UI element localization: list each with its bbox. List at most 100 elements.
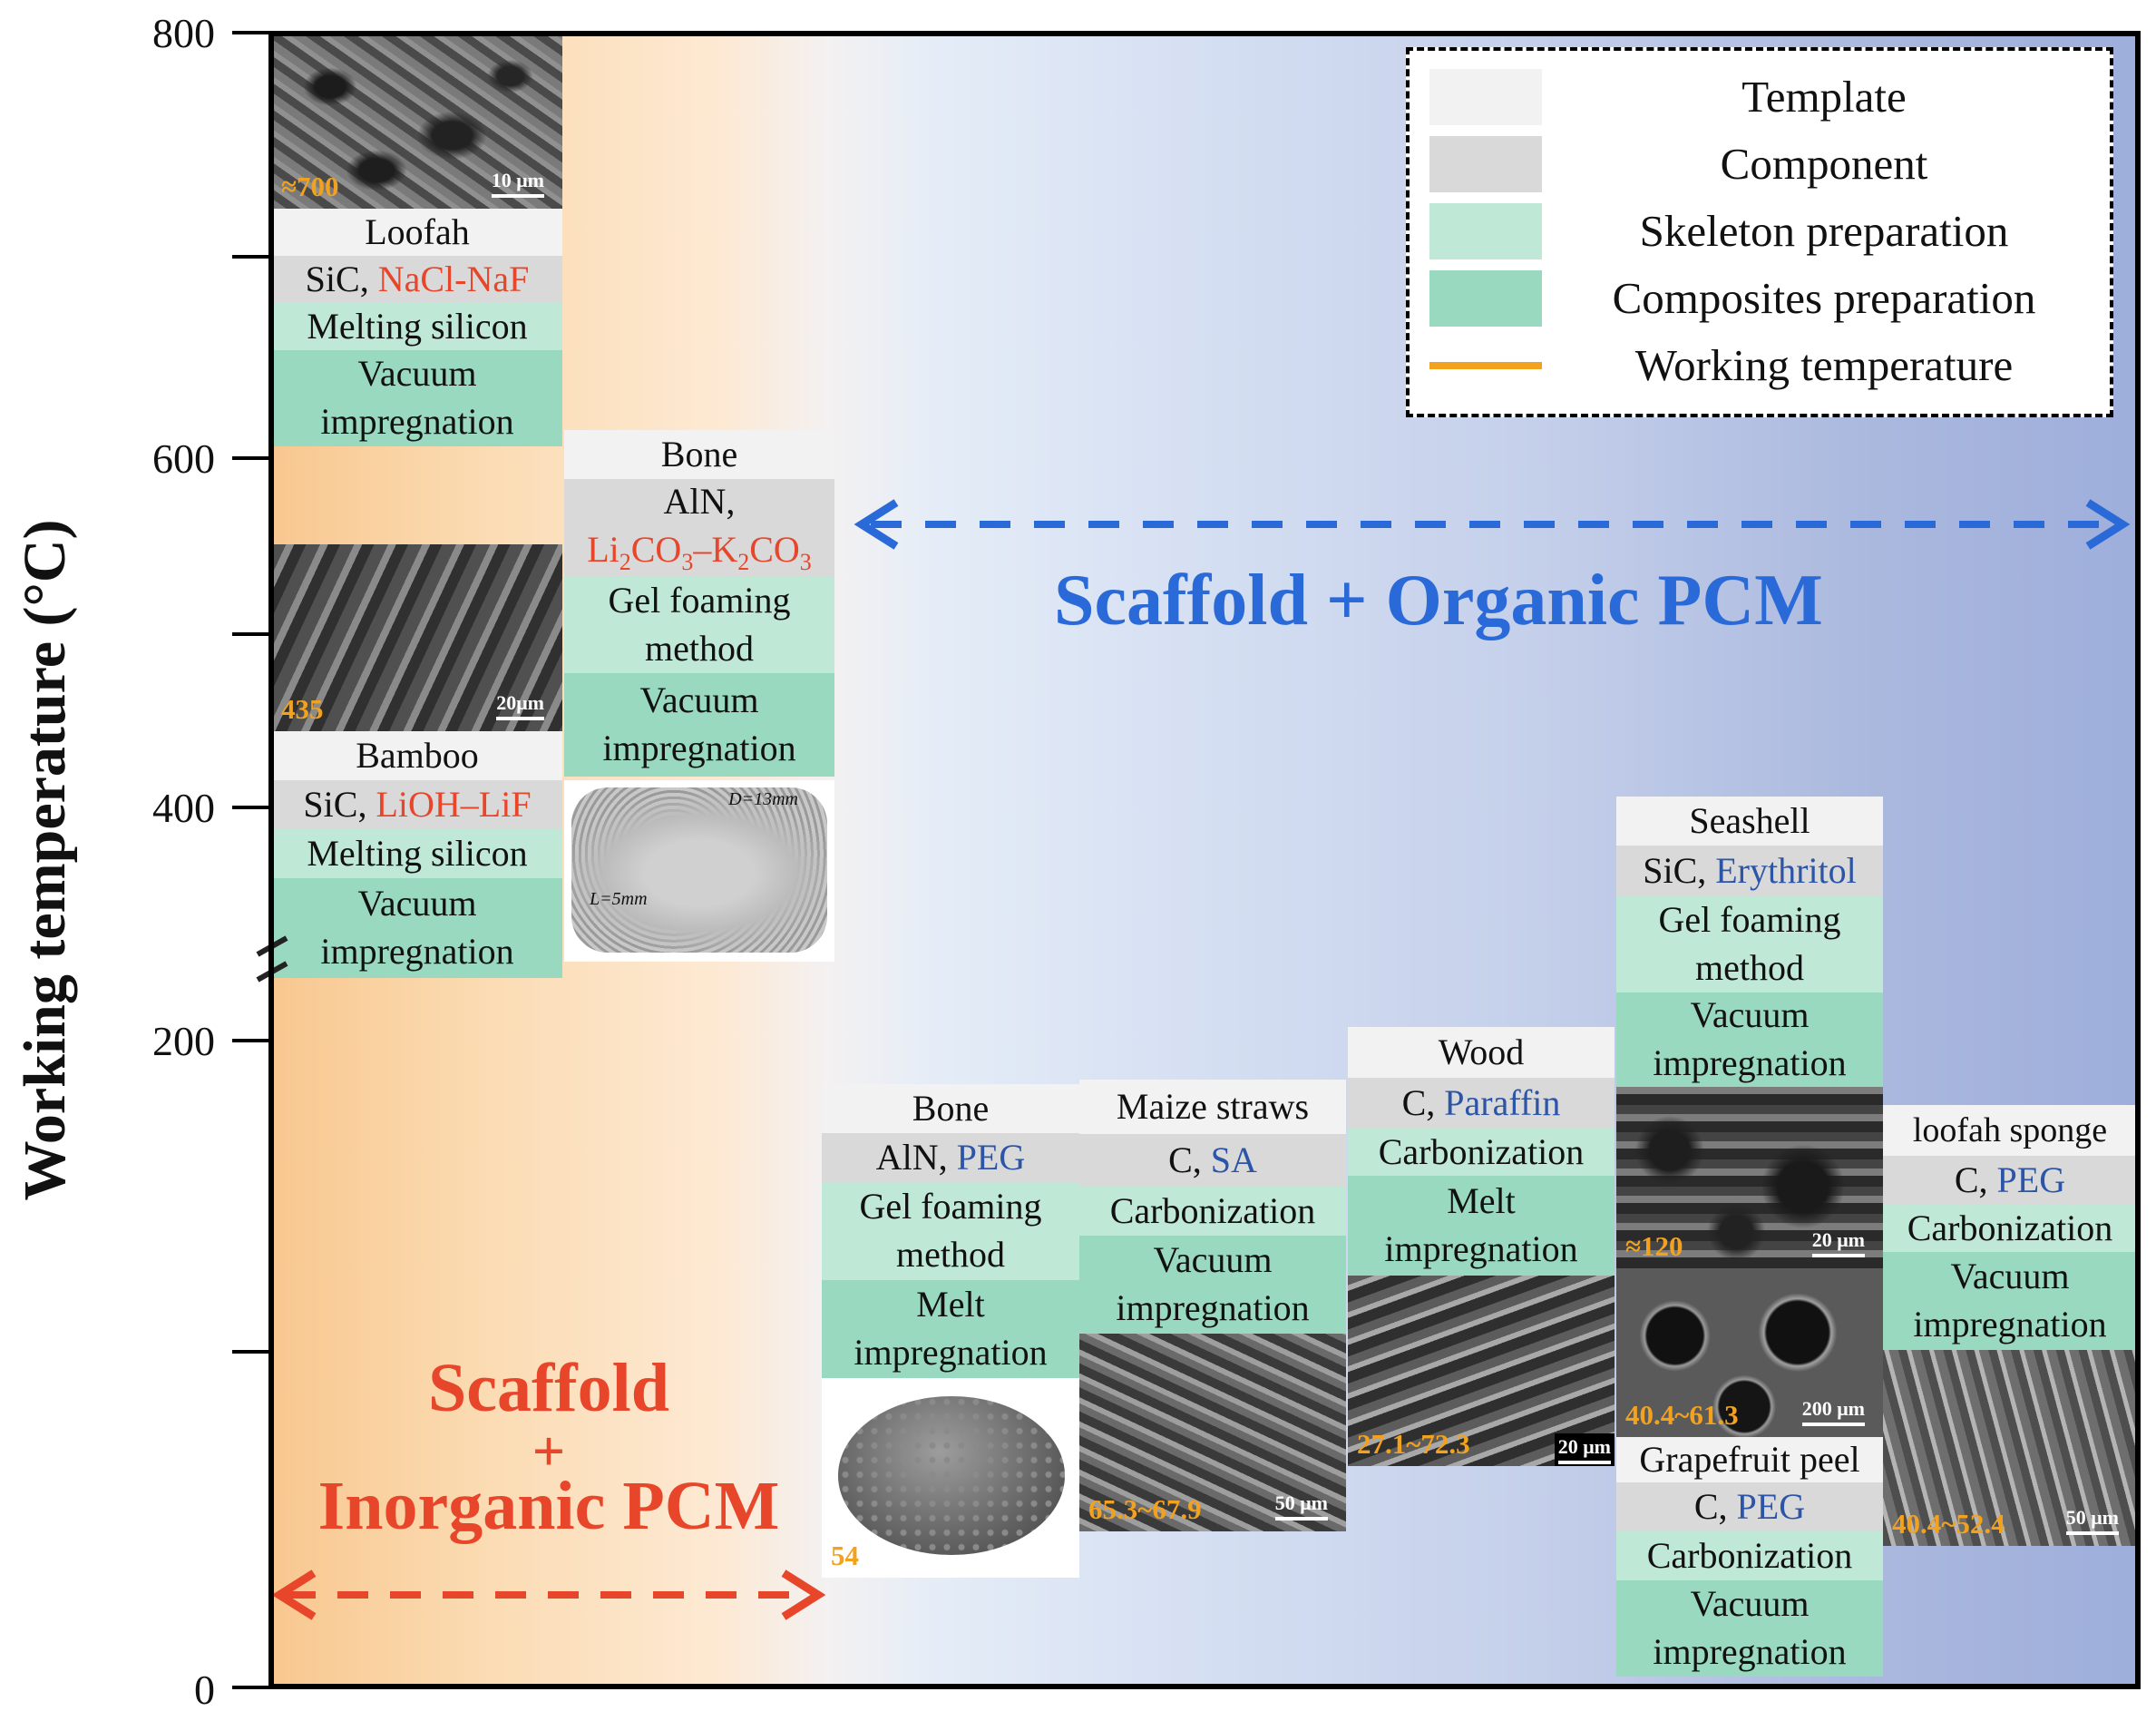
- pcm-label: LiOH–LiF: [376, 783, 532, 825]
- temperature-label: 27.1~72.3: [1357, 1428, 1470, 1460]
- legend-item: Skeleton preparation: [1429, 203, 2092, 259]
- legend-item: Working temperature: [1429, 337, 2092, 394]
- composite-cell: Melt impregnation: [822, 1280, 1079, 1378]
- template-cell: Bamboo: [272, 731, 562, 780]
- legend-line-swatch: [1429, 362, 1542, 369]
- ct-length-label: L=5mm: [590, 889, 648, 909]
- scale-bar-label: 20 μm: [1811, 1228, 1865, 1251]
- scale-bar-label: 50 μm: [2065, 1506, 2119, 1529]
- component-label: AlN,: [663, 480, 736, 522]
- component-label: C,: [1401, 1081, 1436, 1123]
- component-cell: C, PEG: [1883, 1156, 2137, 1205]
- sem-micrograph: 40.4~61.3 200 μm: [1616, 1268, 1883, 1437]
- scale-bar: 20 μm: [1554, 1433, 1615, 1466]
- temperature-label: 40.4~52.4: [1892, 1508, 2005, 1540]
- organic-range-arrow: [844, 497, 2141, 552]
- scale-bar-label: 10 μm: [491, 169, 544, 191]
- entry-loofah: ≈700 10 μm Loofah SiC, NaCl-NaF Melting …: [272, 34, 562, 446]
- pcm-label: Erythritol: [1715, 849, 1857, 891]
- inorganic-title-plus: +: [532, 1419, 566, 1483]
- temperature-label: ≈120: [1625, 1230, 1683, 1262]
- y-tick-label: 800: [152, 10, 215, 56]
- legend-swatch: [1429, 203, 1542, 259]
- sem-micrograph: ≈120 20 μm: [1616, 1087, 1883, 1268]
- entry-bamboo: 435 20μm Bamboo SiC, LiOH–LiF Melting si…: [272, 544, 562, 978]
- y-tick-minor: [232, 1350, 268, 1354]
- skeleton-cell: Melting silicon: [272, 303, 562, 350]
- temperature-label: 435: [281, 693, 324, 725]
- y-tick-label: 0: [194, 1667, 215, 1713]
- composite-cell: Melt impregnation: [1348, 1176, 1615, 1276]
- legend-label: Component: [1720, 139, 1928, 189]
- sem-micrograph: 435 20μm: [272, 544, 562, 731]
- skeleton-cell: Carbonization: [1348, 1129, 1615, 1176]
- entry-grapefruit-peel: 40.4~61.3 200 μm Grapefruit peel C, PEG …: [1616, 1268, 1883, 1677]
- entry-bone-organic: Bone AlN, PEG Gel foaming method Melt im…: [822, 1084, 1079, 1578]
- sem-micrograph: 65.3~67.9 50 μm: [1079, 1334, 1346, 1531]
- scale-bar: 20μm: [496, 691, 544, 720]
- legend-item: Component: [1429, 136, 2092, 192]
- legend: Template Component Skeleton preparation …: [1406, 47, 2113, 417]
- composite-cell: Vacuum impregnation: [1616, 1580, 1883, 1677]
- component-cell: SiC, Erythritol: [1616, 846, 1883, 896]
- scale-bar: 50 μm: [1274, 1491, 1328, 1521]
- entry-maize-straws: Maize straws C, SA Carbonization Vacuum …: [1079, 1080, 1346, 1531]
- scale-bar: 50 μm: [2065, 1506, 2119, 1535]
- sample-photo: 54: [822, 1378, 1079, 1578]
- component-cell: C, SA: [1079, 1134, 1346, 1187]
- scale-bar: 20 μm: [1811, 1228, 1865, 1257]
- y-tick-label: 400: [152, 785, 215, 831]
- scale-bar: 10 μm: [491, 169, 544, 198]
- entry-bone-inorganic: Bone AlN, Li2CO3–K2CO3 Gel foaming metho…: [564, 430, 834, 962]
- composite-cell: Vacuum impregnation: [272, 878, 562, 978]
- skeleton-cell: Carbonization: [1616, 1531, 1883, 1580]
- y-tick-label: 600: [152, 435, 215, 482]
- component-label: C,: [1954, 1159, 1988, 1200]
- sem-micrograph: 27.1~72.3 20 μm: [1348, 1276, 1615, 1466]
- ct-diameter-label: D=13mm: [728, 789, 798, 809]
- skeleton-cell: Melting silicon: [272, 829, 562, 878]
- composite-cell: Vacuum impregnation: [1616, 993, 1883, 1087]
- template-cell: Wood: [1348, 1027, 1615, 1078]
- organic-region-title: Scaffold + Organic PCM: [1054, 561, 1823, 640]
- pcm-label: PEG: [1736, 1485, 1806, 1527]
- legend-item: Composites preparation: [1429, 270, 2092, 327]
- y-axis-title: Working temperature (°C): [12, 519, 78, 1201]
- component-cell: C, Paraffin: [1348, 1078, 1615, 1129]
- y-tick-0: [232, 1686, 268, 1689]
- inorganic-range-arrow: [271, 1568, 826, 1622]
- skeleton-cell: Carbonization: [1883, 1205, 2137, 1252]
- plot-frame: [268, 31, 2141, 1689]
- pcm-label: Paraffin: [1444, 1081, 1561, 1123]
- entry-wood: Wood C, Paraffin Carbonization Melt impr…: [1348, 1027, 1615, 1466]
- y-tick-minor: [232, 632, 268, 636]
- scale-bar: 200 μm: [1801, 1397, 1865, 1426]
- skeleton-cell: Gel foaming method: [822, 1182, 1079, 1280]
- sem-micrograph: 40.4~52.4 50 μm: [1883, 1350, 2137, 1546]
- y-tick-label: 200: [152, 1018, 215, 1064]
- template-cell: Bone: [822, 1084, 1079, 1133]
- y-tick-minor: [232, 255, 268, 259]
- inorganic-title-line1: Scaffold: [428, 1350, 669, 1426]
- component-cell: SiC, NaCl-NaF: [272, 256, 562, 303]
- template-cell: Loofah: [272, 209, 562, 256]
- component-cell: C, PEG: [1616, 1482, 1883, 1531]
- legend-label: Working temperature: [1634, 340, 2014, 390]
- component-cell: AlN, PEG: [822, 1133, 1079, 1182]
- legend-label: Composites preparation: [1612, 273, 2036, 323]
- component-label: SiC,: [303, 783, 367, 825]
- legend-label: Template: [1741, 72, 1907, 122]
- legend-item: Template: [1429, 69, 2092, 125]
- temperature-label: ≈700: [281, 171, 339, 202]
- y-tick-400: [232, 806, 268, 809]
- sem-micrograph: ≈700 10 μm: [272, 34, 562, 209]
- ct-scan-specimen: [571, 787, 827, 953]
- template-cell: Maize straws: [1079, 1080, 1346, 1134]
- component-label: C,: [1168, 1139, 1202, 1180]
- legend-swatch: [1429, 69, 1542, 125]
- inorganic-title-line2: Inorganic PCM: [317, 1468, 780, 1544]
- component-label: AlN,: [875, 1136, 948, 1178]
- entry-loofah-sponge: loofah sponge C, PEG Carbonization Vacuu…: [1883, 1105, 2137, 1546]
- porous-disc: [838, 1396, 1065, 1555]
- pcm-label: SA: [1210, 1139, 1257, 1180]
